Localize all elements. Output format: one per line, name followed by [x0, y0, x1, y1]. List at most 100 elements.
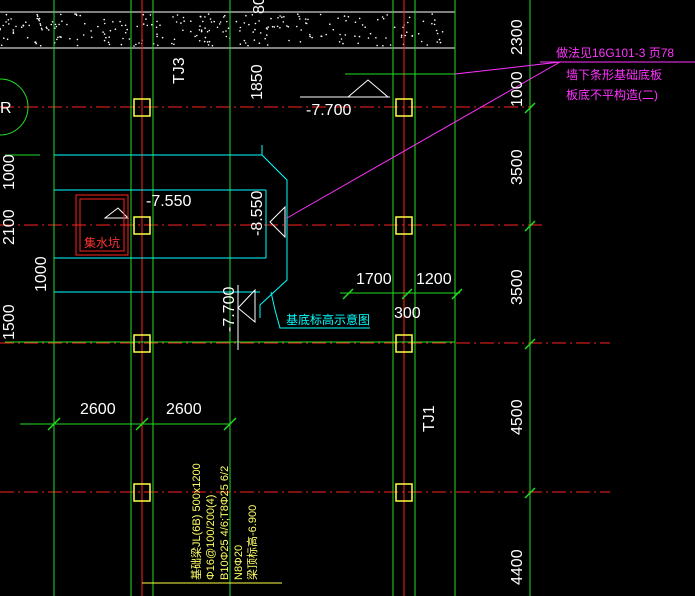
slab-hatch: [0, 13, 444, 47]
hatch-dot: [239, 43, 242, 45]
hatch-dot: [364, 26, 367, 29]
hatch-dot: [102, 31, 104, 33]
hatch-dot: [56, 38, 58, 41]
hatch-dot: [40, 27, 43, 30]
hatch-dot: [225, 30, 227, 32]
hatch-dot: [198, 29, 201, 31]
hatch-dot: [436, 41, 439, 43]
hatch-dot: [6, 38, 9, 40]
hatch-dot: [279, 15, 281, 17]
dim-top-80: 80: [251, 0, 268, 14]
hatch-dot: [377, 18, 379, 21]
hatch-dot: [309, 35, 311, 38]
hatch-dot: [216, 26, 219, 29]
hatch-dot: [172, 16, 174, 18]
label-tj1: TJ1: [421, 405, 438, 432]
hatch-dot: [219, 21, 222, 23]
hatch-dot: [126, 28, 128, 31]
hatch-dot: [375, 37, 377, 39]
hatch-dot: [107, 41, 110, 44]
hatch-dot: [157, 44, 159, 47]
base-elevation-note: 基底标高示意图: [286, 312, 370, 327]
hatch-dot: [5, 21, 7, 23]
elevation-markers: [103, 79, 390, 350]
hatch-dot: [329, 23, 331, 26]
hatch-dot: [104, 22, 106, 25]
cyan-outlines: [54, 145, 370, 329]
hatch-dot: [224, 14, 226, 17]
hatch-dot: [258, 20, 260, 22]
hatch-dot: [204, 27, 206, 29]
hatch-dot: [210, 21, 213, 23]
hatch-dot: [208, 29, 211, 32]
hatch-dot: [439, 41, 442, 44]
hatch-dot: [0, 27, 1, 30]
hatch-dot: [299, 18, 301, 20]
hatch-dot: [12, 29, 14, 31]
hatch-dot: [47, 29, 50, 31]
hatch-dot: [337, 17, 339, 20]
hatch-dot: [109, 29, 112, 32]
hatch-dot: [385, 37, 387, 39]
hatch-dot: [297, 13, 299, 15]
hatch-dot: [28, 24, 31, 27]
hatch-dot: [276, 25, 279, 28]
hatch-dot: [34, 41, 36, 43]
hatch-dot: [345, 19, 347, 22]
hatch-dot: [180, 22, 182, 24]
hatch-dot: [400, 36, 403, 38]
hatch-dot: [320, 35, 323, 37]
hatch-dot: [25, 21, 27, 24]
hatch-dot: [75, 13, 77, 15]
hatch-dot: [438, 38, 441, 41]
hatch-dot: [431, 13, 434, 15]
hatch-dot: [226, 20, 228, 23]
hatch-dot: [190, 30, 192, 33]
hatch-dot: [433, 23, 436, 26]
hatch-dot: [227, 27, 230, 30]
hatch-dot: [175, 21, 178, 23]
hatch-dot: [207, 13, 210, 15]
hatch-dot: [253, 39, 256, 41]
hatch-dot: [435, 29, 438, 32]
hatch-dot: [200, 29, 203, 32]
hatch-dot: [198, 40, 201, 42]
dim-ticks: [47, 102, 536, 499]
hatch-dot: [138, 42, 140, 44]
hatch-dot: [342, 42, 344, 45]
hatch-dot: [206, 30, 209, 33]
hatch-dot: [22, 24, 25, 27]
hatch-dot: [200, 30, 203, 33]
hatch-dot: [74, 13, 76, 15]
hatch-dot: [108, 43, 111, 46]
hatch-dot: [204, 36, 207, 39]
hatch-dot: [156, 20, 158, 23]
hatch-dot: [259, 32, 262, 34]
hatch-dot: [247, 44, 249, 47]
hatch-dot: [357, 42, 360, 45]
hatch-dot: [271, 25, 274, 28]
hatch-dot: [58, 23, 60, 26]
hatch-dot: [151, 23, 153, 26]
hatch-dot: [358, 35, 361, 38]
hatch-dot: [305, 22, 308, 25]
sump-pit: [75, 194, 129, 256]
hatch-dot: [239, 26, 242, 29]
hatch-dot: [358, 17, 361, 20]
hatch-dot: [340, 38, 343, 40]
hatch-dot: [393, 26, 396, 29]
hatch-dot: [267, 26, 270, 28]
hatch-dot: [103, 18, 105, 21]
hatch-dot: [206, 41, 209, 43]
hatch-dot: [270, 17, 272, 20]
hatch-dot: [82, 34, 85, 36]
hatch-dot: [382, 17, 385, 20]
hatch-dot: [142, 13, 145, 16]
hatch-dot: [266, 34, 268, 36]
hatch-dot: [90, 30, 92, 32]
hatch-dot: [299, 41, 302, 43]
hatch-dot: [46, 27, 48, 30]
hatch-dot: [244, 42, 247, 44]
hatch-dot: [298, 15, 300, 18]
